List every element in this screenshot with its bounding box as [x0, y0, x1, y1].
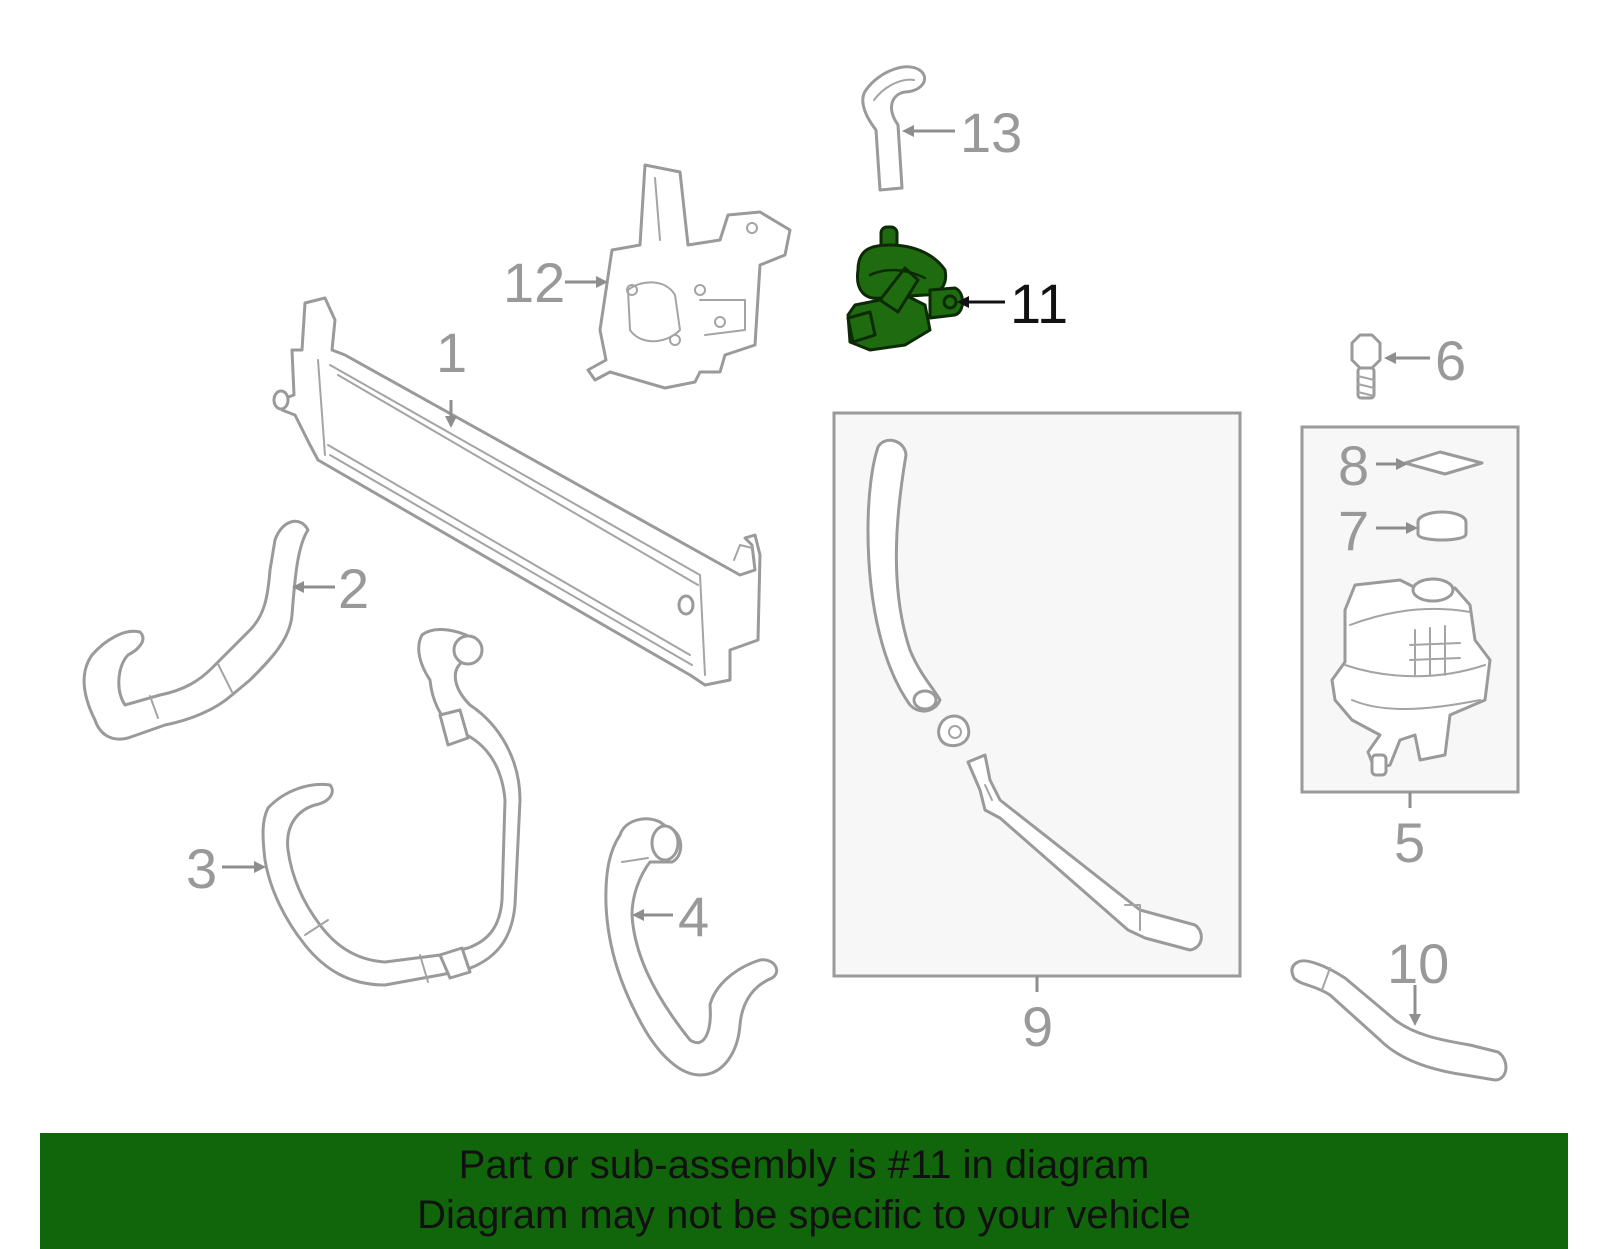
callout-11-arrow — [957, 296, 1005, 308]
callout-9: 9 — [1022, 995, 1053, 1058]
part-11-water-pump[interactable] — [846, 225, 964, 352]
callout-3: 3 — [186, 837, 217, 900]
callout-8-arrow — [1376, 458, 1408, 470]
callout-11: 11 — [1010, 272, 1068, 335]
part-2-hose[interactable] — [82, 519, 310, 741]
banner-line-part-number: Part or sub-assembly is #11 in diagram — [458, 1143, 1150, 1187]
callout-7: 7 — [1338, 499, 1369, 562]
part-13-hose[interactable] — [861, 65, 927, 192]
part-8-gasket[interactable] — [1403, 450, 1484, 476]
part-9-hose-assembly[interactable] — [866, 438, 1203, 952]
callout-1: 1 — [436, 321, 467, 384]
callout-8: 8 — [1338, 434, 1369, 497]
callout-6: 6 — [1435, 329, 1466, 392]
callout-2-arrow — [292, 581, 335, 593]
callout-3-arrow — [222, 861, 266, 873]
callout-13: 13 — [960, 101, 1022, 164]
callout-6-arrow — [1384, 352, 1430, 364]
callout-7-arrow — [1376, 522, 1418, 534]
callout-12-arrow — [565, 276, 608, 288]
callout-12: 12 — [503, 251, 565, 314]
callout-4-arrow — [632, 909, 673, 921]
part-10-hose[interactable] — [1290, 959, 1508, 1082]
callout-5: 5 — [1394, 811, 1425, 874]
part-5-reservoir[interactable] — [1330, 577, 1492, 777]
part-3-hose[interactable] — [261, 628, 522, 987]
part-12-bracket[interactable] — [586, 163, 792, 390]
callout-13-arrow — [902, 125, 955, 137]
callout-2: 2 — [338, 557, 369, 620]
part-6-bolt[interactable] — [1350, 333, 1382, 400]
callout-10: 10 — [1387, 932, 1449, 995]
info-banner: Part or sub-assembly is #11 in diagram D… — [40, 1133, 1568, 1249]
part-4-hose[interactable] — [604, 817, 779, 1077]
part-1-radiator[interactable] — [272, 296, 762, 687]
part-7-cap[interactable] — [1416, 510, 1468, 542]
callout-10-arrow — [1409, 985, 1421, 1026]
callout-1-arrow — [445, 400, 457, 428]
banner-line-disclaimer: Diagram may not be specific to your vehi… — [417, 1193, 1191, 1237]
callout-4: 4 — [678, 885, 709, 948]
